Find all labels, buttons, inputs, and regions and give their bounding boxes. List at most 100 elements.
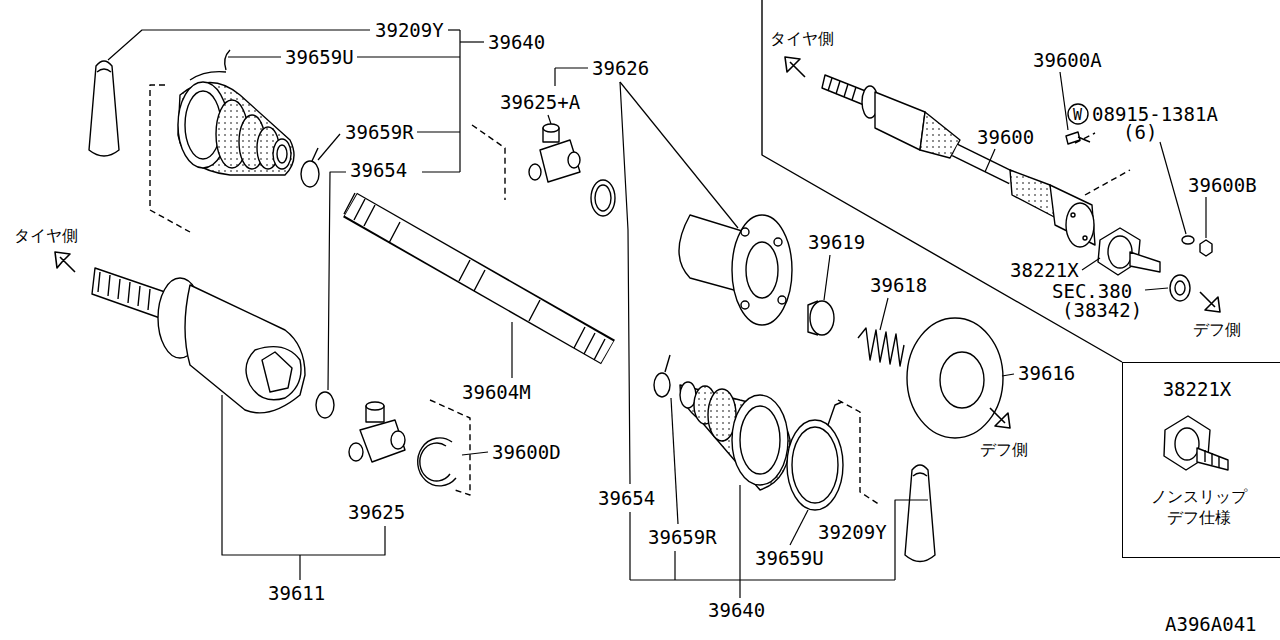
drawing-part — [787, 420, 843, 510]
drive-shaft-assembly — [822, 75, 1095, 247]
part-number: 39659U — [755, 548, 824, 568]
snap-ring — [418, 438, 456, 486]
part-number: 39654 — [350, 160, 407, 180]
drawing-part — [185, 91, 221, 159]
washer — [1182, 236, 1194, 244]
drawing-part — [810, 301, 834, 335]
drawing-part — [422, 171, 460, 172]
drawing-part — [472, 125, 505, 200]
drawing-part — [828, 78, 856, 100]
drawing-part — [89, 61, 119, 156]
drawing-part — [1197, 448, 1228, 470]
part-number: 39209Y — [375, 20, 444, 40]
drawing-part — [808, 301, 818, 335]
drawing-part — [246, 347, 301, 400]
drawing-part — [1205, 197, 1206, 238]
drawing-part — [785, 57, 805, 77]
drawing-code: A396A041 — [1165, 614, 1257, 634]
drawing-part — [529, 164, 541, 180]
drawing-part — [1068, 104, 1088, 124]
drawing-part — [905, 465, 935, 562]
drawing-part — [1205, 450, 1219, 468]
drawing-part — [790, 510, 808, 545]
symbol-circle — [1068, 104, 1088, 124]
boot — [178, 50, 294, 175]
part-number: 39625+A — [500, 92, 580, 112]
boot-band-small — [301, 148, 319, 187]
drawing-part — [316, 392, 334, 418]
drawing-part — [543, 124, 559, 132]
drawing-part — [1002, 374, 1014, 376]
drawing-part — [955, 150, 1012, 178]
part-number: (38342) — [1062, 300, 1142, 320]
part-number: 39616 — [1018, 363, 1075, 383]
part-number: 39618 — [870, 275, 927, 295]
drawing-part — [665, 355, 670, 372]
nut — [1200, 240, 1212, 256]
drawing-part — [630, 579, 895, 580]
drawing-part — [792, 427, 838, 503]
drawing-part — [1145, 288, 1168, 290]
drawing-part — [858, 328, 904, 366]
drawing-part — [1175, 281, 1185, 295]
drawing-part — [990, 408, 1010, 428]
part-number: 39619 — [808, 232, 865, 252]
collar — [808, 301, 834, 335]
drawing-part — [459, 30, 460, 172]
drawing-part — [350, 205, 608, 352]
drawing-part — [778, 296, 786, 304]
drawing-part — [548, 115, 551, 124]
quantity: (6) — [1123, 122, 1157, 142]
cap — [907, 318, 1003, 438]
drawing-part — [920, 112, 960, 158]
shaft — [344, 193, 608, 360]
part-number: 39626 — [592, 58, 649, 78]
drawing-part — [301, 161, 319, 187]
drawing-part — [55, 252, 75, 272]
spring — [858, 328, 904, 366]
drawing-part — [262, 352, 292, 392]
drawing-part — [671, 398, 678, 524]
drawing-part — [97, 69, 111, 72]
drawing-part — [875, 92, 925, 150]
part-number: 39640 — [708, 600, 765, 620]
drawing-part — [98, 272, 150, 310]
drawing-part — [389, 222, 540, 321]
part-number: 38221X — [1157, 377, 1237, 402]
drawing-part — [824, 255, 830, 300]
section-reference: SEC.380 — [1052, 281, 1132, 301]
drawing-part — [273, 139, 291, 169]
drawing-part — [1175, 428, 1199, 460]
drawing-part — [312, 148, 318, 161]
direction-label: タイヤ側 — [14, 226, 78, 246]
part-number: 38221X — [1010, 260, 1079, 280]
drawing-part — [1085, 170, 1130, 195]
drawing-part — [357, 56, 460, 57]
boot — [680, 382, 790, 490]
drawing-part — [1200, 240, 1212, 256]
oil-seal — [1170, 275, 1190, 301]
drawing-part — [739, 485, 740, 580]
drawing-part — [92, 268, 165, 318]
drawing-part — [1130, 252, 1160, 272]
drawing-part — [746, 242, 778, 298]
drawing-part — [1071, 213, 1075, 217]
leader-line — [108, 30, 1206, 598]
drawing-part — [1060, 72, 1068, 130]
drawing-part — [907, 318, 1003, 438]
ring — [591, 180, 615, 216]
drawing-part — [511, 322, 512, 378]
dashed-guide — [150, 85, 1130, 505]
drawing-part — [460, 41, 484, 42]
drawing-part — [741, 228, 749, 236]
part-number: 39659R — [345, 122, 414, 142]
bolt — [1066, 132, 1090, 144]
drawing-part — [418, 438, 456, 486]
drawing-part — [913, 473, 927, 476]
part-number: 39604M — [462, 382, 531, 402]
part-number: 39640 — [488, 32, 545, 52]
grease-tube — [905, 465, 935, 562]
drawing-part — [420, 443, 450, 481]
drawing-part — [222, 395, 385, 555]
